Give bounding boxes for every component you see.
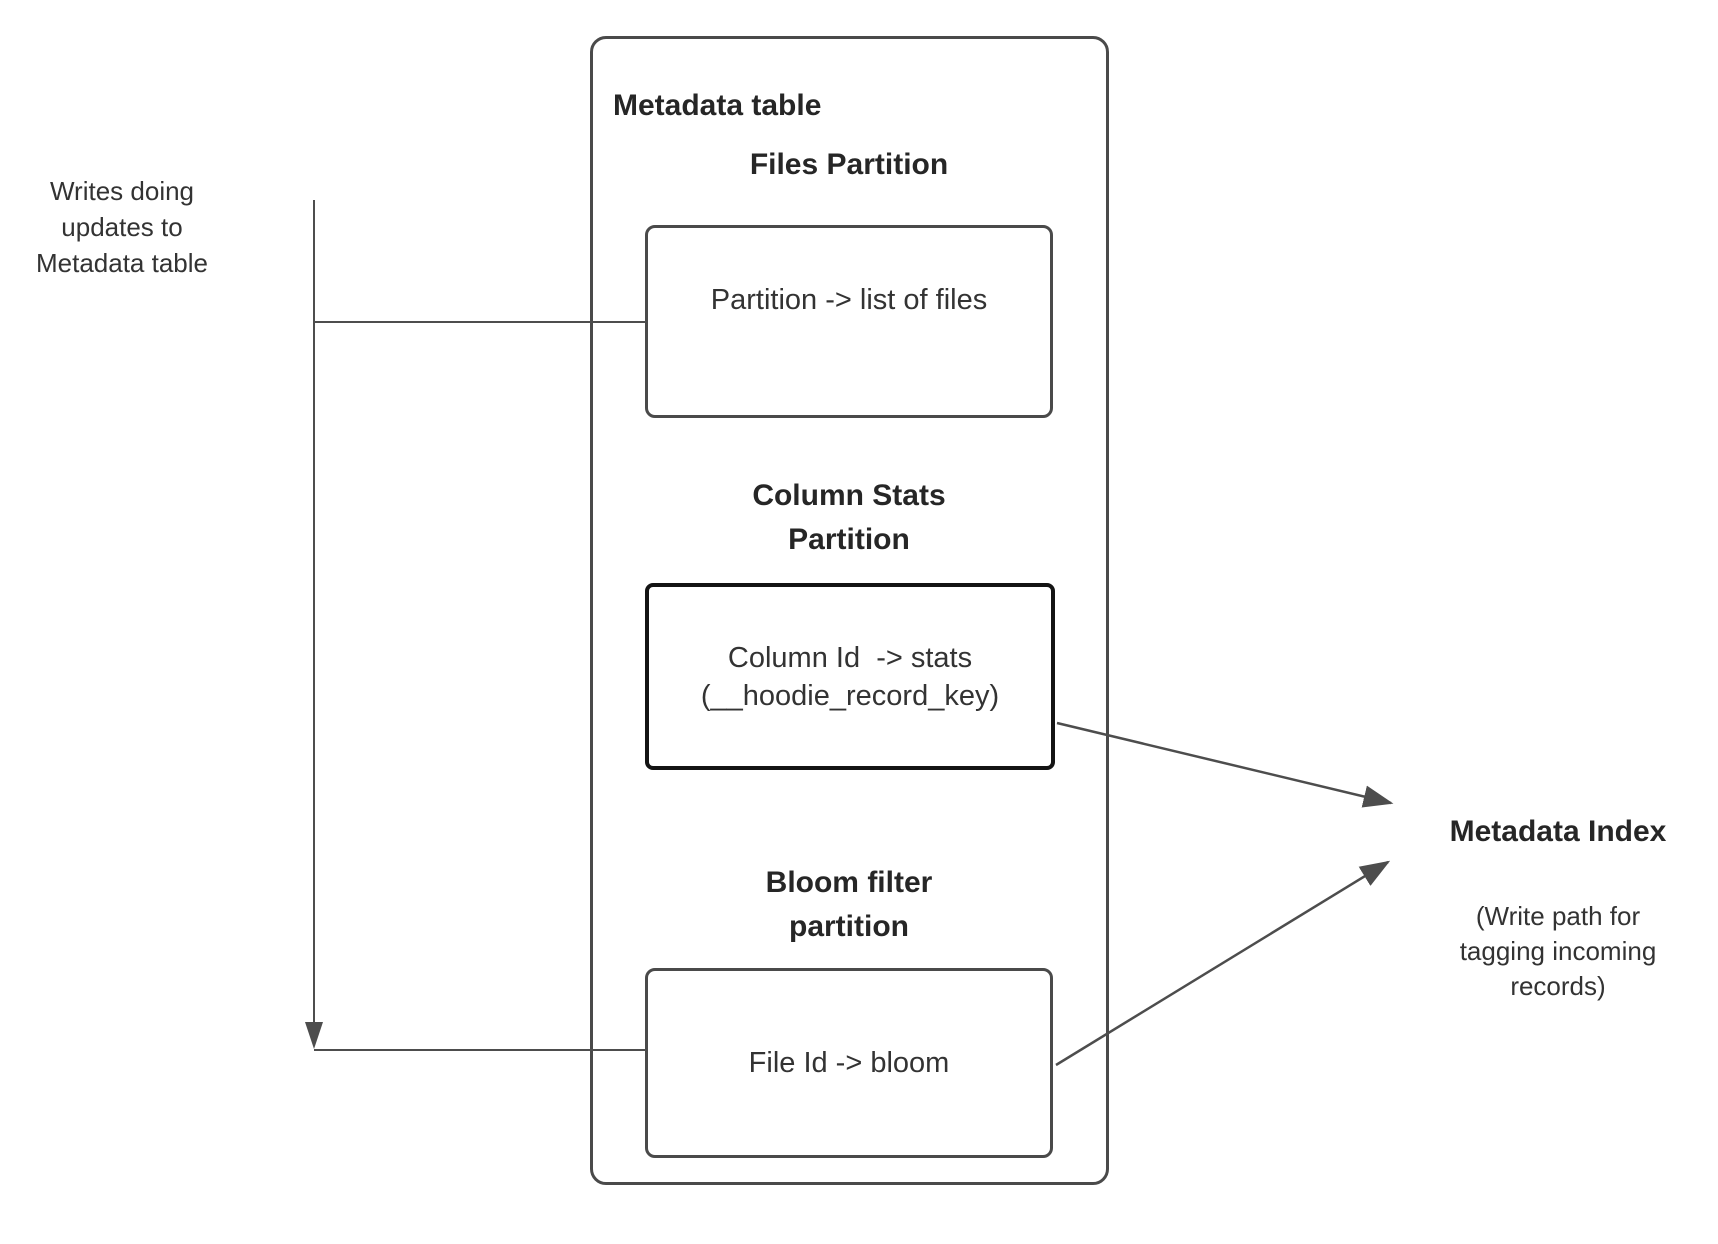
metadata-index-block: Metadata Index (Write path for tagging i…	[1398, 813, 1718, 1004]
bloom-filter-heading-line: Bloom filter	[765, 866, 933, 899]
column-stats-heading-line: Column Stats	[752, 479, 946, 512]
files-partition-box: Partition -> list of files	[645, 225, 1053, 418]
column-stats-mapping-line2: (__hoodie_record_key)	[700, 679, 1000, 712]
bloom-filter-box: File Id -> bloom	[645, 968, 1053, 1158]
bloom-filter-heading-line: partition	[789, 910, 909, 943]
writes-note-line: Metadata table	[35, 248, 208, 278]
bloom-filter-heading: Bloom filter partition	[645, 861, 1053, 949]
writes-note-line: updates to	[61, 212, 183, 242]
writes-note-line: Writes doing	[49, 176, 195, 206]
column-stats-heading-line: Partition	[788, 523, 910, 556]
metadata-index-title: Metadata Index	[1449, 815, 1667, 848]
column-stats-mapping-line1: Column Id -> stats	[727, 641, 973, 674]
files-partition-mapping: Partition -> list of files	[710, 283, 988, 316]
bloom-filter-mapping: File Id -> bloom	[748, 1047, 950, 1079]
files-partition-heading: Files Partition	[749, 148, 949, 181]
down-arrowhead-icon	[305, 1022, 323, 1049]
metadata-table-title: Metadata table	[613, 89, 822, 122]
metadata-index-note-line: tagging incoming	[1459, 936, 1657, 966]
column-stats-box: Column Id -> stats (__hoodie_record_key)	[645, 583, 1055, 770]
metadata-index-note: (Write path for tagging incoming records…	[1398, 899, 1718, 1004]
column-stats-heading: Column Stats Partition	[645, 474, 1053, 562]
metadata-index-note-line: (Write path for	[1475, 901, 1641, 931]
writes-note: Writes doing updates to Metadata table	[20, 173, 224, 281]
metadata-index-note-line: records)	[1510, 971, 1606, 1001]
